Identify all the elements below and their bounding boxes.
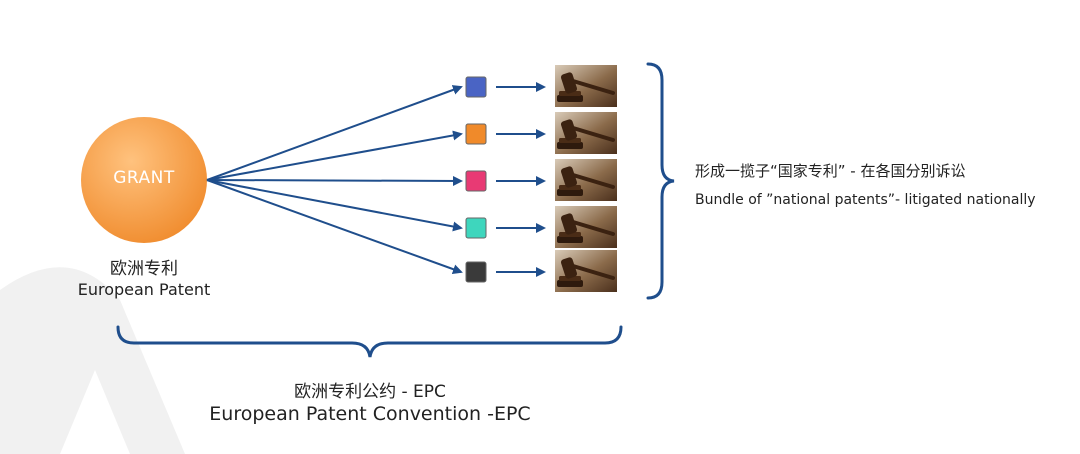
country-box-teal xyxy=(465,217,487,239)
fan-arrow-1 xyxy=(206,85,463,181)
european-patent-en: European Patent xyxy=(77,280,211,299)
gavel-icon xyxy=(555,65,617,107)
country-box-pink xyxy=(465,170,487,192)
epc-label-cn: 欧洲专利公约 - EPC xyxy=(294,382,446,402)
watermark-shape xyxy=(0,267,185,454)
gavel-icon xyxy=(555,206,617,248)
grant-label: GRANT xyxy=(113,168,175,188)
fan-arrow-5 xyxy=(206,179,463,274)
european-patent-cn: 欧洲专利 xyxy=(110,259,178,279)
country-box-blue xyxy=(465,76,487,98)
short-arrows xyxy=(496,82,546,277)
fan-arrow-2 xyxy=(206,130,463,181)
gavel-icon xyxy=(555,112,617,154)
country-boxes xyxy=(465,76,487,283)
country-box-orange xyxy=(465,123,487,145)
watermark-cutout xyxy=(60,370,130,454)
bundle-label-en: Bundle of ”national patents”- litigated … xyxy=(695,192,1036,208)
gavel-icon xyxy=(555,159,617,201)
gavel-icon xyxy=(555,250,617,292)
gavel-images xyxy=(555,65,617,292)
fan-arrow-3 xyxy=(206,175,463,186)
epc-label-en: European Patent Convention -EPC xyxy=(209,403,531,425)
country-box-dark-gray xyxy=(465,261,487,283)
right-brace xyxy=(646,62,675,300)
fan-arrow-4 xyxy=(206,179,463,232)
fan-arrows xyxy=(206,85,463,274)
bundle-label-cn: 形成一揽子“国家专利” - 在各国分别诉讼 xyxy=(695,162,966,180)
grant-circle xyxy=(81,117,207,243)
bottom-brace xyxy=(116,325,623,358)
